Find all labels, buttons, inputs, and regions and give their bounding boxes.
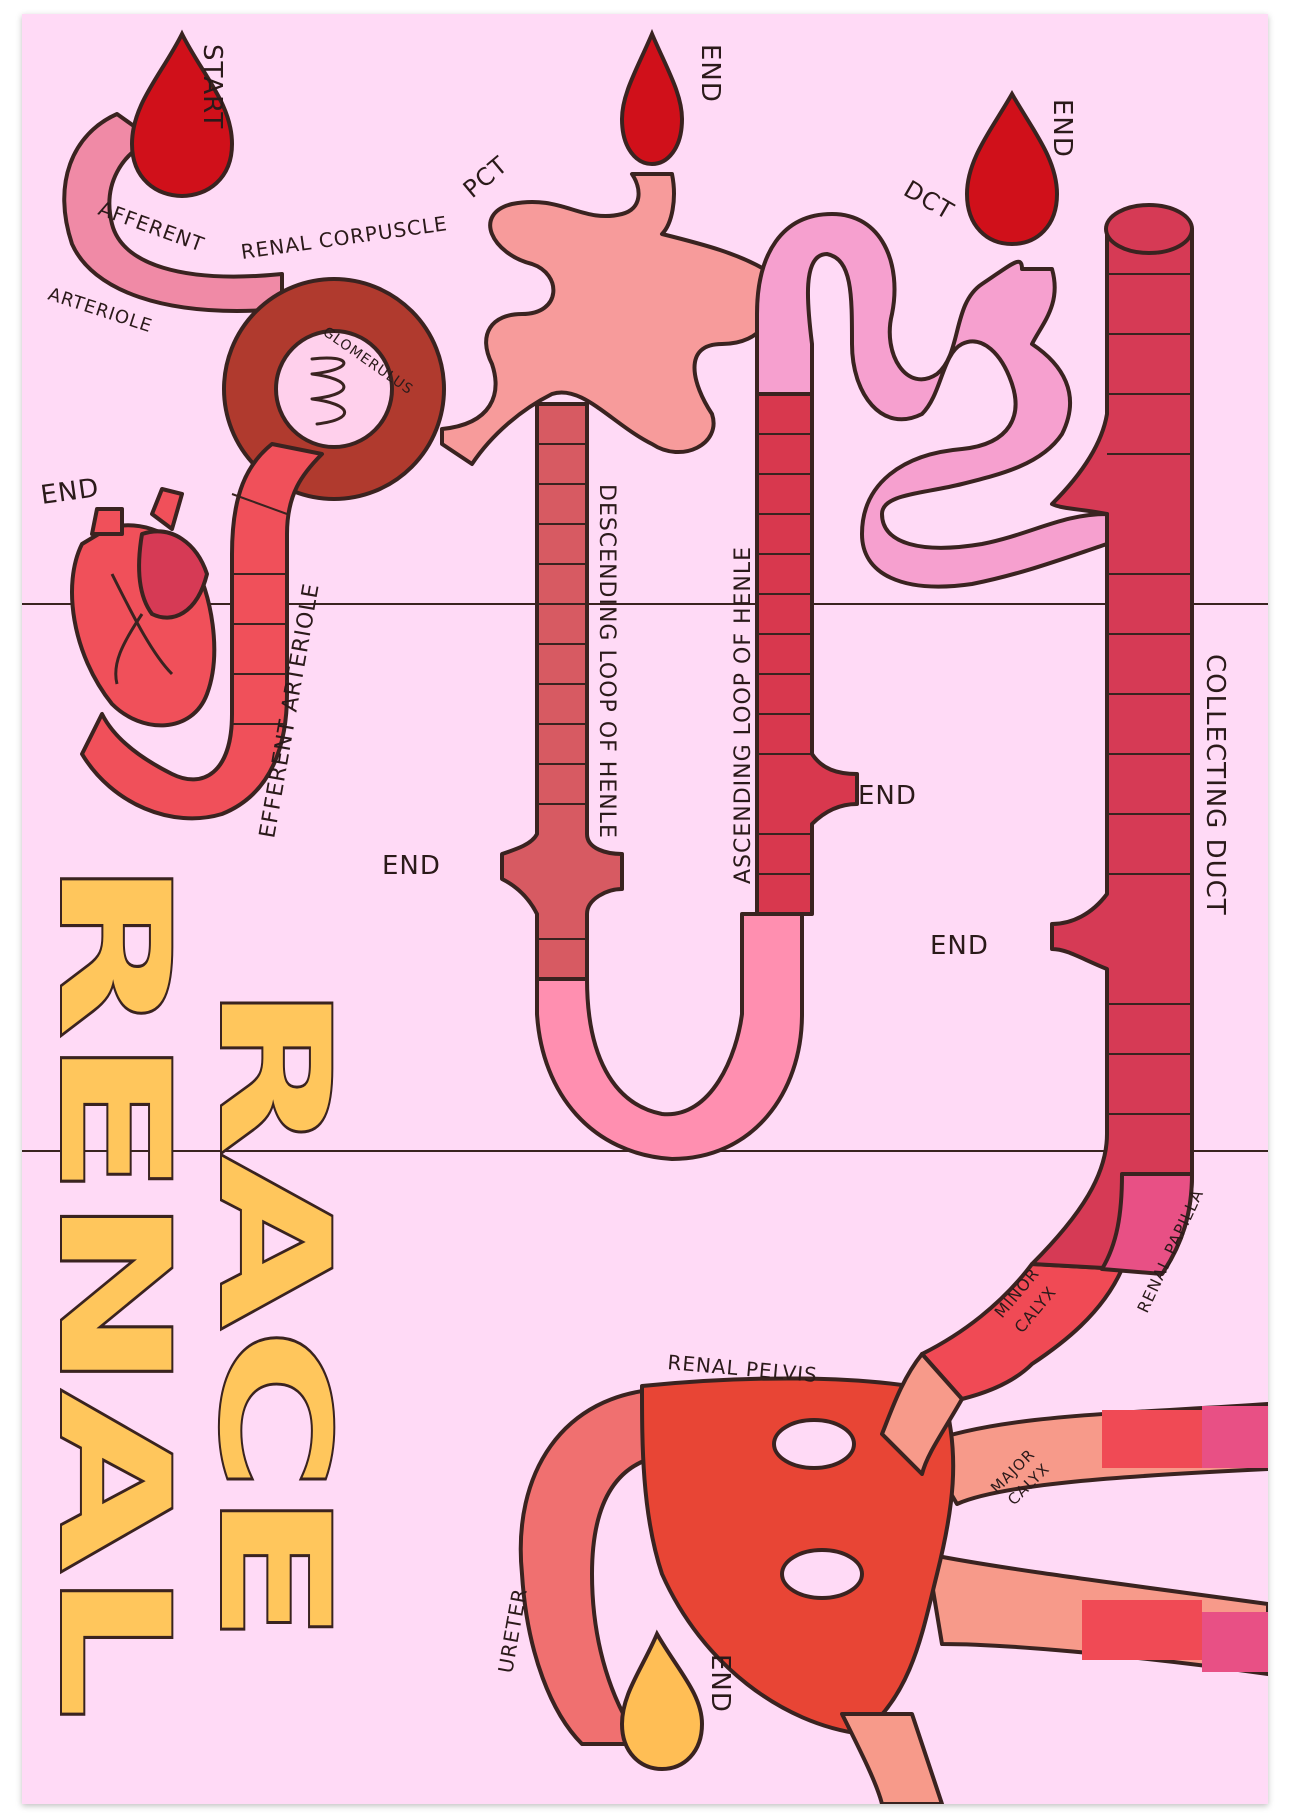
major-calyx-tube — [880, 1352, 964, 1476]
descending-end-label: END — [382, 851, 441, 881]
dct-tube — [755, 212, 1109, 589]
pct-end-label: END — [695, 44, 725, 103]
nephron-group — [62, 112, 1109, 1161]
glomerulus — [274, 329, 394, 449]
ascending-loop-tube — [755, 392, 859, 916]
minor-calyx-tube — [920, 1262, 1124, 1401]
renal-race-diagram: START END END AFFERENT ARTERIOLE RENAL C… — [22, 28, 1268, 1804]
pct-tube — [440, 172, 777, 466]
dct-end-label: END — [1047, 99, 1077, 158]
collecting-duct-label: COLLECTING DUCT — [1200, 654, 1230, 916]
dct-label: DCT — [899, 175, 959, 226]
ascending-loop-label: ASCENDING LOOP OF HENLE — [731, 546, 756, 884]
game-board: START END END AFFERENT ARTERIOLE RENAL C… — [22, 14, 1268, 1804]
urine-drop-icon — [619, 1629, 705, 1772]
ureter-label: URETER — [493, 1586, 532, 1675]
ascending-end-label: END — [858, 781, 917, 811]
ureter-tube — [518, 1387, 684, 1746]
collecting-duct-group — [1030, 203, 1194, 1276]
renal-corpuscle-label: RENAL CORPUSCLE — [239, 211, 449, 264]
blood-drop-icon — [129, 28, 1060, 247]
ureter-outlet — [840, 1712, 944, 1804]
ureter-end-label: END — [705, 1654, 735, 1713]
heart-end-label: END — [39, 473, 102, 511]
dct-end-blood-drop — [964, 89, 1060, 247]
pelvis-opening-upper — [772, 1418, 856, 1470]
glomerulus-coil — [310, 356, 346, 426]
minor-calyx-tip-upper — [1202, 1406, 1268, 1468]
segment-ticks — [231, 273, 1192, 1115]
descending-loop-label: DESCENDING LOOP OF HENLE — [594, 484, 619, 839]
renal-papilla — [1100, 1172, 1194, 1276]
title-word-race: RACE — [186, 984, 360, 1644]
collecting-end-label: END — [930, 931, 989, 961]
start-label: START — [197, 44, 227, 129]
pct-label: PCT — [458, 151, 513, 204]
pct-end-blood-drop — [619, 28, 685, 167]
start-blood-drop — [129, 29, 235, 199]
minor-calyx-band-upper — [1102, 1410, 1202, 1468]
title-word-renal: RENAL — [26, 859, 200, 1719]
heart-icon — [70, 487, 217, 728]
collecting-duct-top — [1104, 203, 1194, 255]
renal-pelvis-group — [518, 1262, 1268, 1804]
pelvis-opening-lower — [780, 1548, 864, 1600]
minor-calyx-tip-lower — [1202, 1612, 1268, 1672]
loop-of-henle-bend — [535, 912, 804, 1161]
minor-calyx-band-lower — [1082, 1600, 1202, 1660]
